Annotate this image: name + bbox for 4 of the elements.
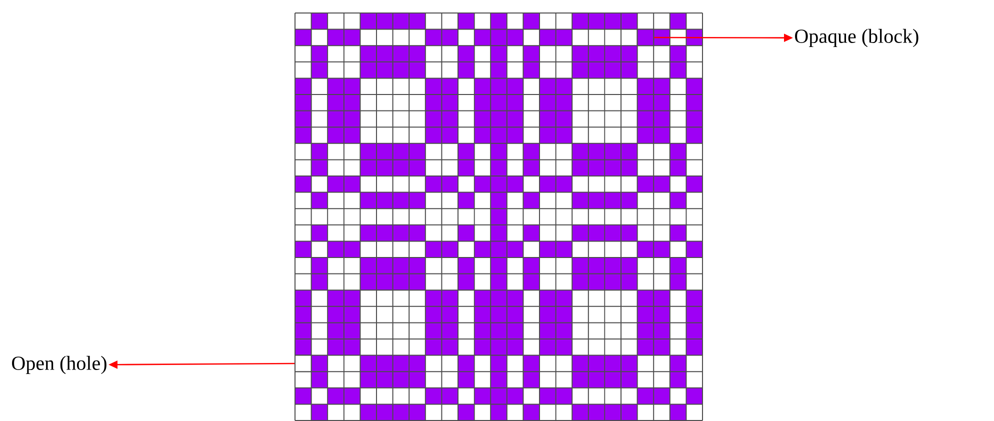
open-cell [294, 354, 312, 372]
opaque-cell [636, 28, 654, 46]
label-text: Opaque (block) [795, 28, 918, 48]
label-text: Open (hole) [12, 356, 106, 374]
